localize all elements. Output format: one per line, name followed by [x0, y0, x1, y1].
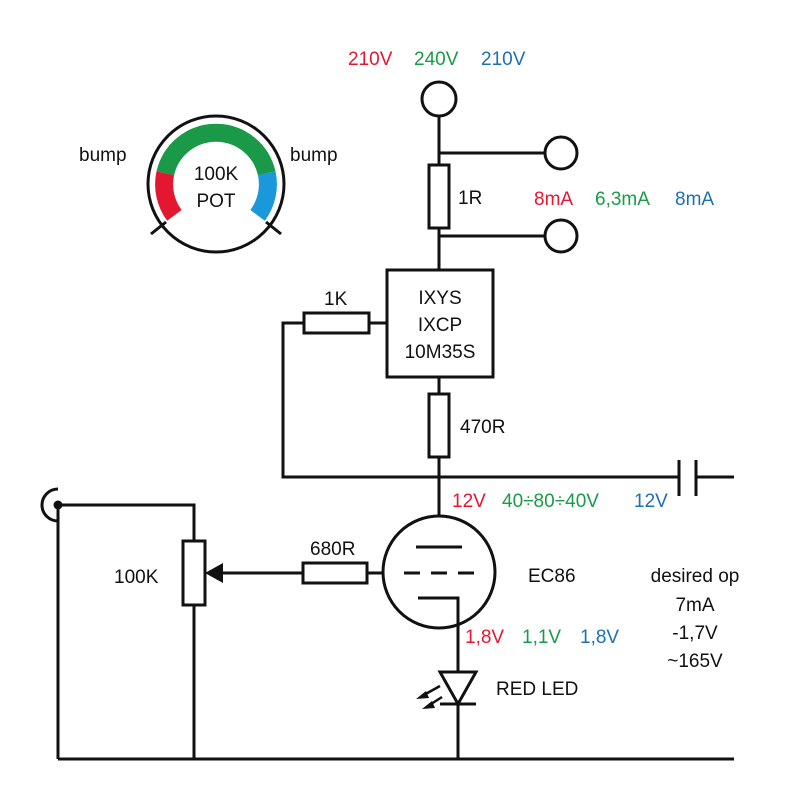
- plate-voltage-green: 40÷80÷40V: [502, 491, 599, 512]
- output-capacitor-section: [439, 460, 734, 496]
- current-green: 6,3mA: [595, 189, 650, 210]
- resistor-470r: [427, 392, 451, 459]
- desired-op-voltage: ~165V: [667, 651, 723, 672]
- pot-legend-tick-right: [265, 220, 282, 236]
- grid-stopper-resistor: [301, 561, 369, 585]
- pot-legend-red-arc: [155, 171, 182, 221]
- wire-input-top: [58, 503, 196, 541]
- current-blue: 8mA: [675, 189, 714, 210]
- volume-pot-label: 100K: [114, 567, 159, 588]
- pot-legend-right-label: bump: [290, 145, 338, 166]
- led-triangle: [437, 670, 479, 708]
- ccs-section: IXYS IXCP 10M35S 1K 470R: [281, 268, 505, 521]
- test-point-top: [543, 135, 579, 171]
- desired-op-title: desired op: [651, 566, 740, 587]
- pot-wiper-arrow: [205, 563, 223, 583]
- desired-op-note: desired op 7mA -1,7V ~165V: [651, 566, 740, 672]
- red-led: RED LED: [416, 628, 578, 759]
- led-label: RED LED: [496, 679, 578, 700]
- pot-legend-line2: POT: [196, 191, 235, 212]
- tube-cathode: [418, 596, 460, 628]
- desired-op-current: 7mA: [675, 595, 714, 616]
- cathode-voltage-red: 1,8V: [465, 627, 504, 648]
- cathode-voltage-blue: 1,8V: [580, 627, 619, 648]
- gate-resistor-label: 1K: [324, 289, 348, 310]
- input-section: 680R 100K: [40, 487, 369, 759]
- plate-voltage-blue: 12V: [634, 491, 668, 512]
- sense-resistor: [427, 163, 451, 230]
- pot-legend-green-arc: [156, 123, 276, 176]
- ccs-chip-line2: IXCP: [418, 315, 462, 336]
- supply-voltage-green: 240V: [414, 49, 459, 70]
- volume-pot: [181, 539, 207, 607]
- pot-legend-line1: 100K: [194, 164, 239, 185]
- sense-resistor-label: 1R: [458, 188, 482, 209]
- desired-op-bias: -1,7V: [672, 623, 718, 644]
- grid-stopper-label: 680R: [310, 539, 355, 560]
- current-red: 8mA: [534, 189, 573, 210]
- cathode-voltage-green: 1,1V: [522, 627, 561, 648]
- pot-legend-blue-arc: [250, 171, 277, 221]
- pot-legend-left-label: bump: [79, 145, 127, 166]
- pot-legend-tick-left: [150, 220, 167, 236]
- test-point-bottom: [543, 218, 579, 254]
- ccs-chip: [385, 268, 495, 379]
- wire-gate-loop: [281, 321, 439, 479]
- input-jack-tip: [53, 500, 63, 510]
- supply-voltage-red: 210V: [348, 49, 393, 70]
- tube-ec86: EC86: [367, 514, 576, 630]
- gate-resistor: [302, 311, 371, 335]
- light-arrows-icon: [416, 684, 443, 709]
- supply-voltage-blue: 210V: [481, 49, 526, 70]
- supply-terminal: [420, 80, 458, 118]
- ccs-chip-line3: 10M35S: [405, 342, 476, 363]
- tube-label: EC86: [528, 566, 576, 587]
- resistor-470r-label: 470R: [460, 417, 505, 438]
- plate-voltage-red: 12V: [452, 491, 486, 512]
- input-jack-icon: [40, 487, 59, 523]
- pot-legend: 100K POT bump bump: [79, 114, 338, 254]
- supply-section: 210V 240V 210V 1R 8mA 6,3mA 8mA: [348, 49, 714, 270]
- ccs-chip-line1: IXYS: [418, 288, 461, 309]
